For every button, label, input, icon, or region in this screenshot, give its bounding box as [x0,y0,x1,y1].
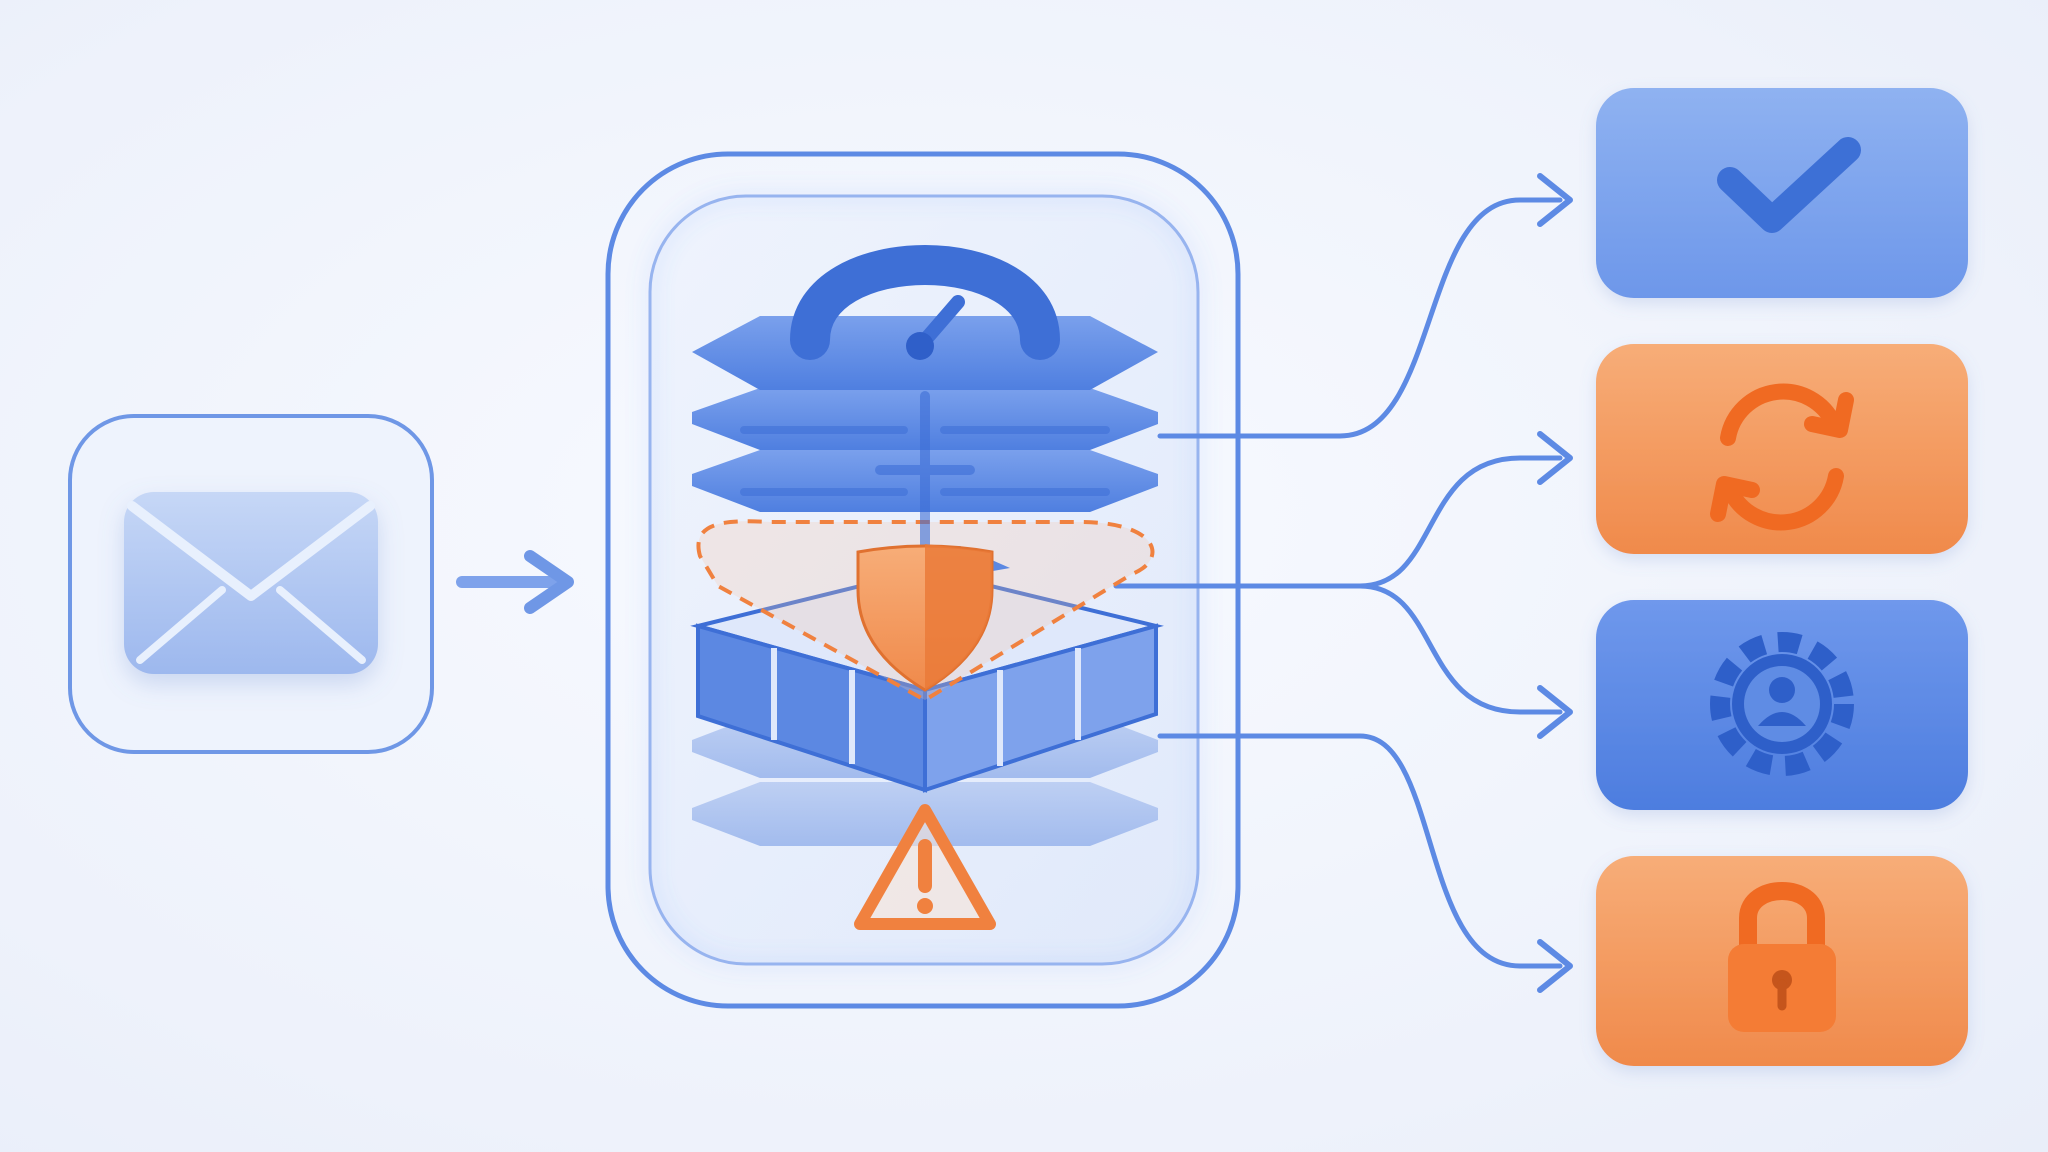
connector-review [1357,583,1563,715]
arrowhead-review [1537,685,1573,739]
refresh-icon [1710,383,1854,531]
outcome-approved-tile [1596,88,1968,298]
arrowhead-retry [1537,431,1573,485]
branch-arrowheads [1537,173,1573,993]
connector-approved [1157,197,1563,439]
padlock-icon [1728,882,1836,1032]
outcome-retry-tile [1596,344,1968,554]
input-arrow [456,550,574,614]
arrowhead-approved [1537,173,1573,227]
input-email-card [68,414,434,754]
envelope-icon [124,492,378,674]
gauge-icon [790,245,1060,360]
arrowhead-locked [1537,939,1573,993]
shield-icon [856,544,994,692]
gear-user-icon [1710,632,1854,776]
layer-stack [690,245,1164,930]
connector-retry [1113,455,1563,589]
checkmark-icon [1717,137,1861,233]
connector-locked [1157,733,1563,969]
outcome-review-tile [1596,600,1968,810]
warning-triangle-icon [854,804,996,930]
branch-connectors [1113,197,1563,969]
outcome-locked-tile [1596,856,1968,1066]
